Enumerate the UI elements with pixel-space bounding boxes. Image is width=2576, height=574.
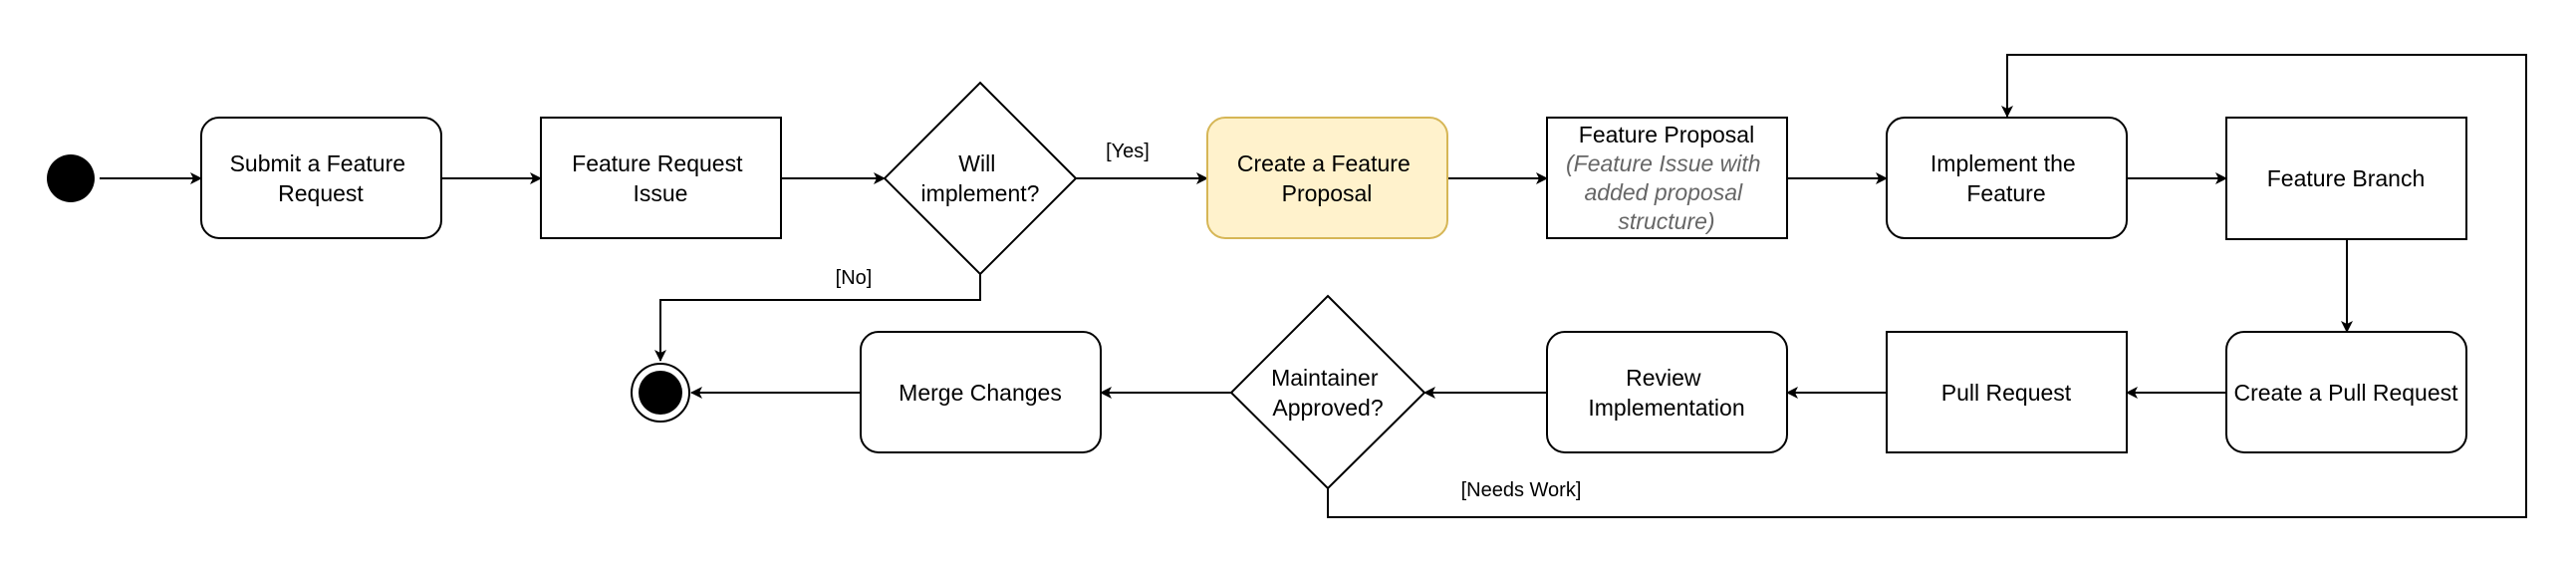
node-label-line: Implementation — [1588, 395, 1744, 421]
node-label-line: Feature — [1966, 180, 2045, 206]
merge-changes-node[interactable]: Merge Changes — [860, 331, 1102, 453]
node-label-line: Create a Feature — [1237, 150, 1411, 176]
svg-text:Review Implementation: Review Implementation — [1588, 365, 1744, 421]
edges — [100, 54, 2527, 518]
node-label-line: Create a Pull Request — [2233, 380, 2458, 406]
pull-request-node[interactable]: Pull Request — [1886, 331, 2128, 453]
node-label-line: Feature Request — [572, 150, 743, 176]
will-implement-decision[interactable]: Will implement? — [883, 81, 1078, 276]
implement-feature-node[interactable]: Implement the Feature — [1886, 117, 2128, 239]
node-label-line: Implement the — [1931, 150, 2076, 176]
feature-request-issue-node[interactable]: Feature Request Issue — [540, 117, 782, 239]
node-label-line: Feature Proposal — [1579, 122, 1754, 147]
node-label-line: Will — [958, 150, 995, 176]
submit-feature-request-node[interactable]: Submit a Feature Request — [200, 117, 442, 239]
create-feature-proposal-node[interactable]: Create a Feature Proposal — [1206, 117, 1448, 239]
edge-label-no: [No] — [836, 267, 873, 289]
svg-text:Pull Request: Pull Request — [1941, 380, 2072, 406]
svg-text:Create a Feature Proposa: Create a Feature Proposal — [1237, 150, 1417, 206]
svg-text:Create a Pull Request: Create a Pull Request — [2233, 380, 2458, 406]
node-label-line: Issue — [634, 180, 688, 206]
maintainer-approved-decision[interactable]: Maintainer Approved? — [1229, 294, 1426, 490]
node-note-line: (Feature Issue with — [1566, 150, 1761, 176]
node-note-line: added proposal — [1585, 179, 1743, 205]
feature-proposal-node[interactable]: Feature Proposal (Feature Issue with add… — [1546, 117, 1788, 239]
feature-branch-node[interactable]: Feature Branch — [2225, 117, 2467, 240]
svg-text:Will implement?: Will implement? — [921, 150, 1040, 206]
svg-text:Submit a Feature Request: Submit a Feature Request — [230, 150, 412, 206]
svg-text:(Feature Issue with adde: (Feature Issue with added proposal struc… — [1566, 150, 1767, 234]
edge-no-to-end — [654, 274, 981, 362]
create-pull-request-node[interactable]: Create a Pull Request — [2225, 331, 2467, 453]
node-label-line: Maintainer — [1271, 365, 1379, 391]
node-label-line: Request — [278, 180, 364, 206]
edge-label-yes: [Yes] — [1106, 141, 1150, 162]
node-label-line: Feature Branch — [2267, 165, 2426, 191]
svg-text:Merge Changes: Merge Changes — [899, 380, 1062, 406]
svg-text:Feature Request Issue: Feature Request Issue — [572, 150, 749, 206]
start-node[interactable] — [47, 154, 95, 202]
svg-text:Feature Branch: Feature Branch — [2267, 165, 2426, 191]
svg-text:Feature Proposal: Feature Proposal — [1579, 122, 1754, 147]
node-label-line: Review — [1626, 365, 1701, 391]
node-label-line: Pull Request — [1941, 380, 2072, 406]
node-note-line: structure) — [1618, 208, 1714, 234]
node-label-line: Proposal — [1282, 180, 1373, 206]
edge-label-needs-work: [Needs Work] — [1461, 479, 1582, 501]
node-label-line: Submit a Feature — [230, 150, 405, 176]
end-node[interactable] — [631, 363, 690, 423]
edge-needs-work-loop — [1327, 54, 2527, 518]
svg-text:Maintainer Approved?: Maintainer Approved? — [1271, 365, 1385, 421]
svg-text:Implement the Feature: Implement the Feature — [1931, 150, 2082, 206]
node-label-line: implement? — [921, 180, 1040, 206]
node-label-line: Approved? — [1272, 395, 1383, 421]
node-label-line: Merge Changes — [899, 380, 1062, 406]
review-implementation-node[interactable]: Review Implementation — [1546, 331, 1788, 453]
